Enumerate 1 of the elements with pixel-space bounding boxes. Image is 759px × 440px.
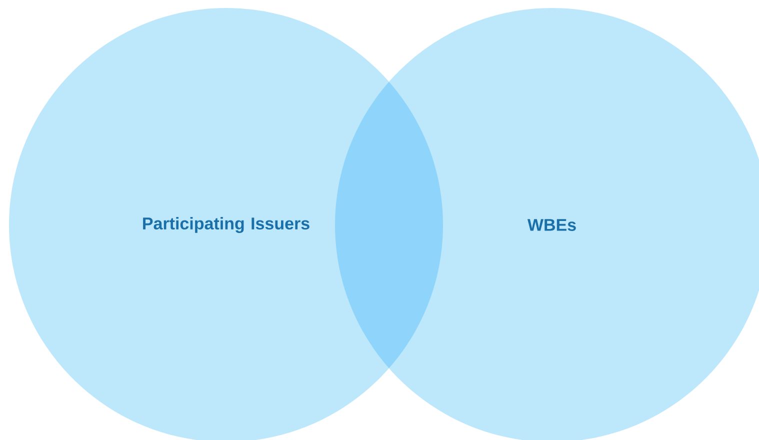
- node-label: WBEs: [527, 219, 576, 231]
